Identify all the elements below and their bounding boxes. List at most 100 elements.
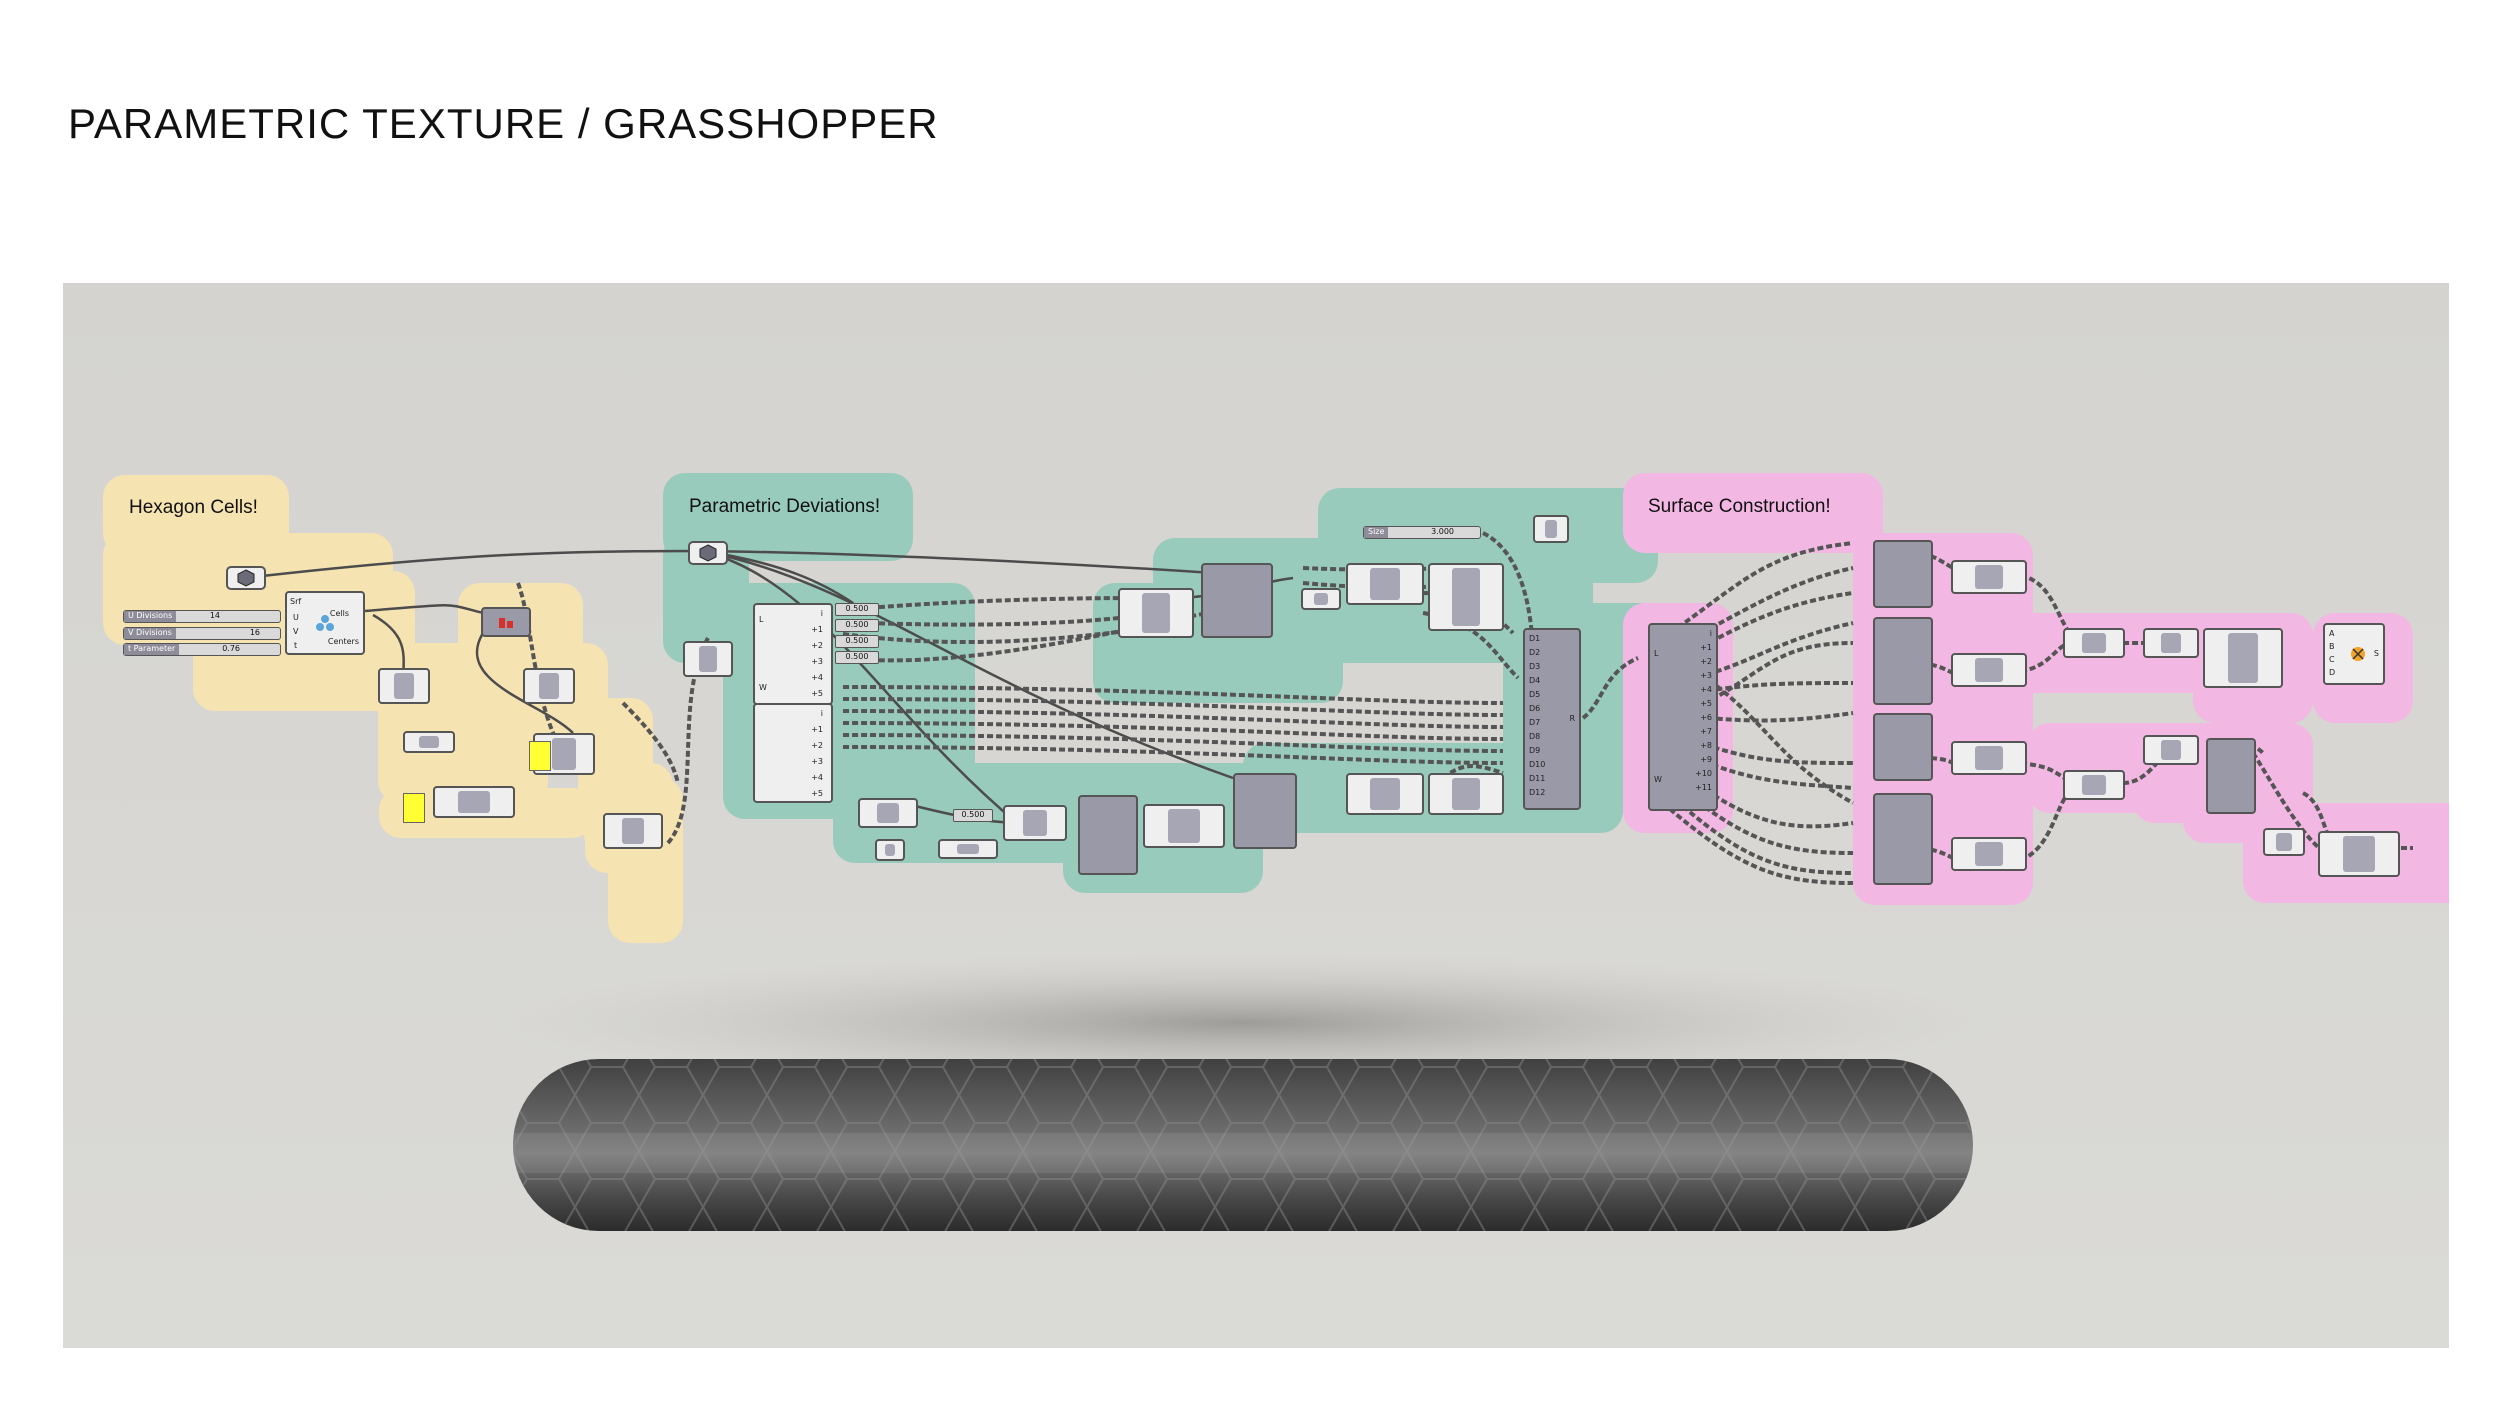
pin-d12: D12	[1529, 788, 1546, 797]
node-core	[1141, 593, 1171, 633]
node-explode[interactable]	[481, 607, 531, 637]
node-curve-a[interactable]	[378, 668, 430, 704]
pin-a: A	[2329, 629, 2335, 638]
pin-u: U	[293, 613, 299, 622]
pin-o5: +5	[1700, 699, 1712, 708]
hexagon-param-icon[interactable]	[688, 541, 728, 565]
group-title-hexagon: Hexagon Cells!	[129, 497, 258, 518]
node-core	[2276, 833, 2292, 851]
number-slider-5[interactable]: 0.500	[953, 809, 993, 822]
node-boundary-b[interactable]	[2063, 770, 2125, 800]
node-line[interactable]	[858, 798, 918, 828]
node-four-point-surface[interactable]: A B C D S	[2323, 623, 2385, 685]
node-hex-b[interactable]	[1301, 588, 1341, 610]
graph-icon	[499, 618, 513, 628]
node-list-item[interactable]: L W i +1 +2 +3 +4 +5 +6 +7 +8 +9 +10 +11	[1648, 623, 1718, 811]
node-graph-mapper[interactable]	[938, 839, 998, 859]
slider-label: V Divisions	[124, 628, 176, 639]
node-curve-s2[interactable]	[2143, 735, 2199, 765]
node-move-a[interactable]	[1233, 773, 1297, 849]
node-core	[698, 646, 718, 672]
node-curve-b[interactable]	[523, 668, 575, 704]
pin-cells: Cells	[329, 609, 349, 618]
node-curve-dev[interactable]	[683, 641, 733, 677]
node-curve-s[interactable]	[2143, 628, 2199, 658]
pin-d1: D1	[1529, 634, 1541, 643]
node-merge-s1[interactable]	[1873, 540, 1933, 608]
node-boundary-a[interactable]	[2063, 628, 2125, 658]
pin-r: R	[1569, 714, 1575, 723]
node-merge-s3[interactable]	[1873, 713, 1933, 781]
pin-d: D	[2329, 668, 2336, 677]
node-loft[interactable]	[2206, 738, 2256, 814]
pin-o0: i	[1709, 629, 1712, 638]
hexagon-cells-node[interactable]: Srf U V t Cells Centers	[285, 591, 365, 655]
surface-param-icon[interactable]	[226, 566, 266, 590]
node-point[interactable]	[1533, 515, 1569, 543]
node-partition-bottom[interactable]	[1428, 773, 1504, 815]
node-scale-bottom[interactable]	[1346, 773, 1424, 815]
node-shift-list-a[interactable]: L W i +1 +2 +3 +4 +5	[753, 603, 833, 705]
node-core	[2082, 775, 2106, 795]
node-list-end[interactable]	[2318, 831, 2400, 877]
number-slider-3[interactable]: 0.500	[835, 635, 879, 648]
slider-label: U Divisions	[124, 611, 177, 622]
node-gradient[interactable]	[875, 839, 905, 861]
node-core	[1370, 778, 1400, 810]
node-length[interactable]	[403, 731, 455, 753]
node-partition-top[interactable]	[1428, 563, 1504, 631]
node-merge-s4[interactable]	[1873, 793, 1933, 885]
pin-out-0: i	[820, 709, 823, 718]
pin-out-3: +3	[811, 657, 823, 666]
slider-v-divisions[interactable]: V Divisions 16	[123, 627, 281, 640]
pin-o9: +9	[1700, 755, 1712, 764]
node-evaluate-curve[interactable]	[1003, 805, 1067, 841]
pin-o11: +11	[1695, 783, 1712, 792]
node-list-s[interactable]	[2203, 628, 2283, 688]
node-divide[interactable]	[603, 813, 663, 849]
pin-o10: +10	[1695, 769, 1712, 778]
pin-s: S	[2373, 649, 2379, 658]
group-surface-construction[interactable]	[1623, 473, 1883, 553]
node-polyline-4[interactable]	[1951, 837, 2027, 871]
node-scale-top[interactable]	[1346, 563, 1424, 605]
pin-out-1: +1	[811, 725, 823, 734]
node-shift-list-b[interactable]: i +1 +2 +3 +4 +5	[753, 703, 833, 803]
node-polyline-2[interactable]	[1951, 653, 2027, 687]
slider-t-parameter[interactable]: t Parameter 0.76	[123, 643, 281, 656]
page-title: PARAMETRIC TEXTURE / GRASSHOPPER	[68, 100, 939, 147]
node-core	[2082, 633, 2106, 653]
surface-icon	[2351, 647, 2365, 661]
node-merge-s2[interactable]	[1873, 617, 1933, 705]
pin-o1: +1	[1700, 643, 1712, 652]
pin-t: t	[294, 641, 298, 650]
node-core	[1974, 842, 2004, 866]
slider-size[interactable]: Size 3.000	[1363, 526, 1481, 539]
pin-v: V	[293, 627, 299, 636]
pin-b: B	[2329, 642, 2335, 651]
pin-d5: D5	[1529, 690, 1541, 699]
number-slider-4[interactable]: 0.500	[835, 651, 879, 664]
group-title-deviations: Parametric Deviations!	[689, 496, 881, 517]
node-polyline-1[interactable]	[1951, 560, 2027, 594]
node-flip[interactable]	[2263, 828, 2305, 856]
node-compare[interactable]	[433, 786, 515, 818]
hexagon-icon	[316, 615, 334, 631]
node-core	[2343, 836, 2375, 872]
node-core	[621, 818, 645, 844]
node-move-top[interactable]	[1201, 563, 1273, 638]
node-merge[interactable]: D1 D2 D3 D4 D5 D6 D7 D8 D9 D10 D11 D12 R	[1523, 628, 1581, 810]
pin-c: C	[2329, 655, 2335, 664]
grasshopper-canvas[interactable]: Hexagon Cells! Parametric Deviations! Su…	[63, 283, 2449, 1348]
node-attractor[interactable]	[1078, 795, 1138, 875]
panel-note-a[interactable]	[403, 793, 425, 823]
slider-u-divisions[interactable]: U Divisions 14	[123, 610, 281, 623]
node-remap[interactable]	[1143, 804, 1225, 848]
number-slider-2[interactable]: 0.500	[835, 619, 879, 632]
node-core	[1451, 568, 1481, 626]
node-polyline-3[interactable]	[1951, 741, 2027, 775]
number-slider-1[interactable]: 0.500	[835, 603, 879, 616]
pin-out-0: i	[820, 609, 823, 618]
panel-note-b[interactable]	[529, 741, 551, 771]
node-divide-top[interactable]	[1118, 588, 1194, 638]
